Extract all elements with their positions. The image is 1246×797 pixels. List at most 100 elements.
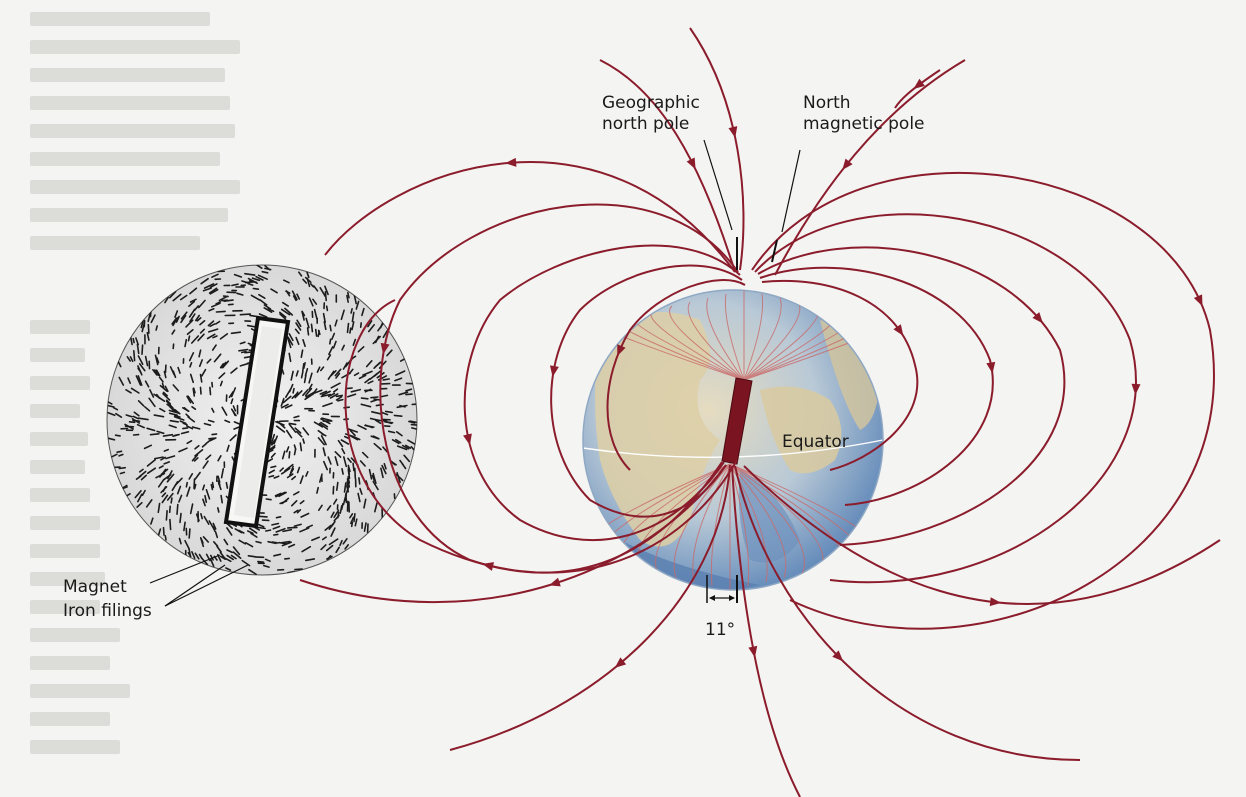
iron-filings-sphere [106,264,418,576]
iron-filing [124,423,134,430]
field-line [463,244,741,542]
iron-filing [280,397,285,407]
iron-filing [321,536,327,541]
field-arrow [989,597,1002,607]
iron-filing [281,541,293,547]
iron-filing [157,478,165,488]
iron-filing [163,370,167,379]
iron-filing [285,446,290,453]
iron-filing [261,270,269,274]
iron-filing [188,528,191,539]
iron-filing [328,538,339,546]
iron-filing [325,305,329,312]
iron-filing [212,522,217,530]
iron-filing [335,394,344,398]
iron-filing [275,527,286,533]
iron-filing [241,350,247,354]
iron-filing [319,286,327,298]
iron-filing [281,301,290,307]
iron-filing [208,520,215,530]
iron-filing [129,356,134,363]
iron-filing [263,306,273,314]
iron-filing [233,273,243,278]
iron-filing [241,559,251,567]
iron-filing [107,437,116,441]
iron-filing [189,361,193,368]
iron-filing [292,491,300,496]
field-line [324,161,736,273]
iron-filing [188,308,196,318]
iron-filing [334,450,342,458]
iron-filing [202,287,212,292]
iron-filing [211,481,215,489]
iron-filing [284,307,294,316]
iron-filing [138,362,146,372]
iron-filing [279,467,285,472]
geographic-label-line1: Geographic [602,93,700,113]
iron-filing [373,502,378,513]
iron-filing [394,438,402,444]
iron-filing [219,362,225,369]
iron-filing [355,300,360,310]
inner-field-line [724,293,745,381]
iron-filing [270,446,276,451]
iron-filing [272,533,279,536]
iron-filing [137,365,143,376]
iron-filing [202,498,206,507]
iron-filing [174,310,179,319]
iron-filing [316,366,321,373]
iron-filing [339,539,343,547]
iron-filing [324,285,329,296]
iron-filing [353,372,360,377]
iron-filing [329,393,339,399]
iron-filing [153,414,165,418]
north-magnetic-pole-label: North magnetic pole [803,93,925,135]
iron-filing [232,546,241,556]
iron-filing [291,290,298,301]
iron-filing [226,554,234,561]
iron-filing [310,323,314,333]
iron-filing [172,293,182,302]
iron-filing [162,433,174,437]
iron-filing [363,522,367,532]
iron-filing [172,370,177,379]
iron-filing [225,481,229,489]
iron-filing [187,551,192,558]
iron-filing [173,414,181,418]
iron-filing [341,372,352,379]
iron-filing [184,338,188,348]
iron-filing [238,539,247,545]
iron-filing [128,420,136,424]
iron-filing [382,378,391,381]
iron-filing [408,420,416,424]
iron-filing [396,404,408,409]
iron-filing [176,485,182,495]
iron-filing [282,279,290,284]
field-line [894,69,941,109]
iron-filing [214,531,219,539]
iron-filing [135,337,139,346]
iron-filing [342,537,348,545]
iron-filing [333,509,340,519]
iron-filing [349,327,352,334]
iron-filing [162,486,167,493]
iron-filing [372,335,382,345]
iron-filing [335,395,343,401]
iron-filing [391,438,400,445]
iron-filing [232,405,237,412]
iron-filing [302,427,310,436]
iron-filing [157,502,161,514]
iron-filing [154,354,159,366]
field-line [757,246,1066,546]
iron-filing [116,450,123,454]
iron-filing [352,435,361,441]
field-arrow [686,157,696,170]
iron-filing [377,322,385,332]
iron-filing [335,481,339,492]
iron-filing [156,357,160,364]
iron-filing [286,473,294,479]
iron-filing [217,482,222,491]
field-line [606,279,746,471]
field-arrow [505,157,517,167]
iron-filing [341,447,346,455]
